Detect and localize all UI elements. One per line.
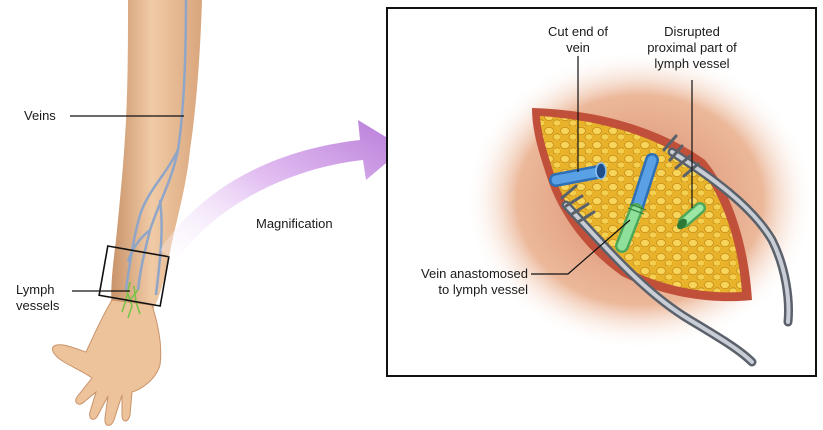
disrupted-lymph-vessel [677, 202, 706, 230]
label-disrupted-line3: lymph vessel [654, 56, 730, 71]
label-disrupted-line1: Disrupted [664, 24, 720, 39]
magnification-arrow [160, 120, 404, 262]
label-lymph-line2: vessels [16, 298, 60, 313]
label-cut-end-line2: vein [566, 40, 590, 55]
arm-illustration [51, 0, 202, 426]
label-magnification: Magnification [256, 216, 333, 231]
label-disrupted-line2: proximal part of [647, 40, 737, 55]
surgical-field [465, 50, 815, 367]
label-anastomosed-line1: Vein anastomosed [421, 266, 528, 281]
anastomosed-leader [531, 219, 631, 275]
hand-shape [51, 299, 162, 426]
vein-segments [549, 153, 659, 217]
label-disrupted-lymph: Disrupted proximal part of lymph vessel [640, 24, 744, 72]
retractor-right [662, 134, 793, 327]
arm-veins [124, 0, 188, 296]
label-veins: Veins [24, 108, 56, 123]
label-lymph-vessels: Lymph vessels [16, 282, 59, 314]
anastomosis [615, 203, 647, 253]
label-cut-end-line1: Cut end of [548, 24, 608, 39]
label-lymph-line1: Lymph [16, 282, 55, 297]
magnification-box [98, 245, 170, 307]
arm-shape [111, 0, 202, 312]
retractor-left [560, 184, 757, 367]
label-anastomosed-line2: to lymph vessel [438, 282, 528, 297]
label-vein-anastomosed: Vein anastomosed to lymph vessel [408, 266, 528, 298]
cut-end-of-vein [595, 162, 607, 180]
label-cut-end-of-vein: Cut end of vein [538, 24, 618, 56]
